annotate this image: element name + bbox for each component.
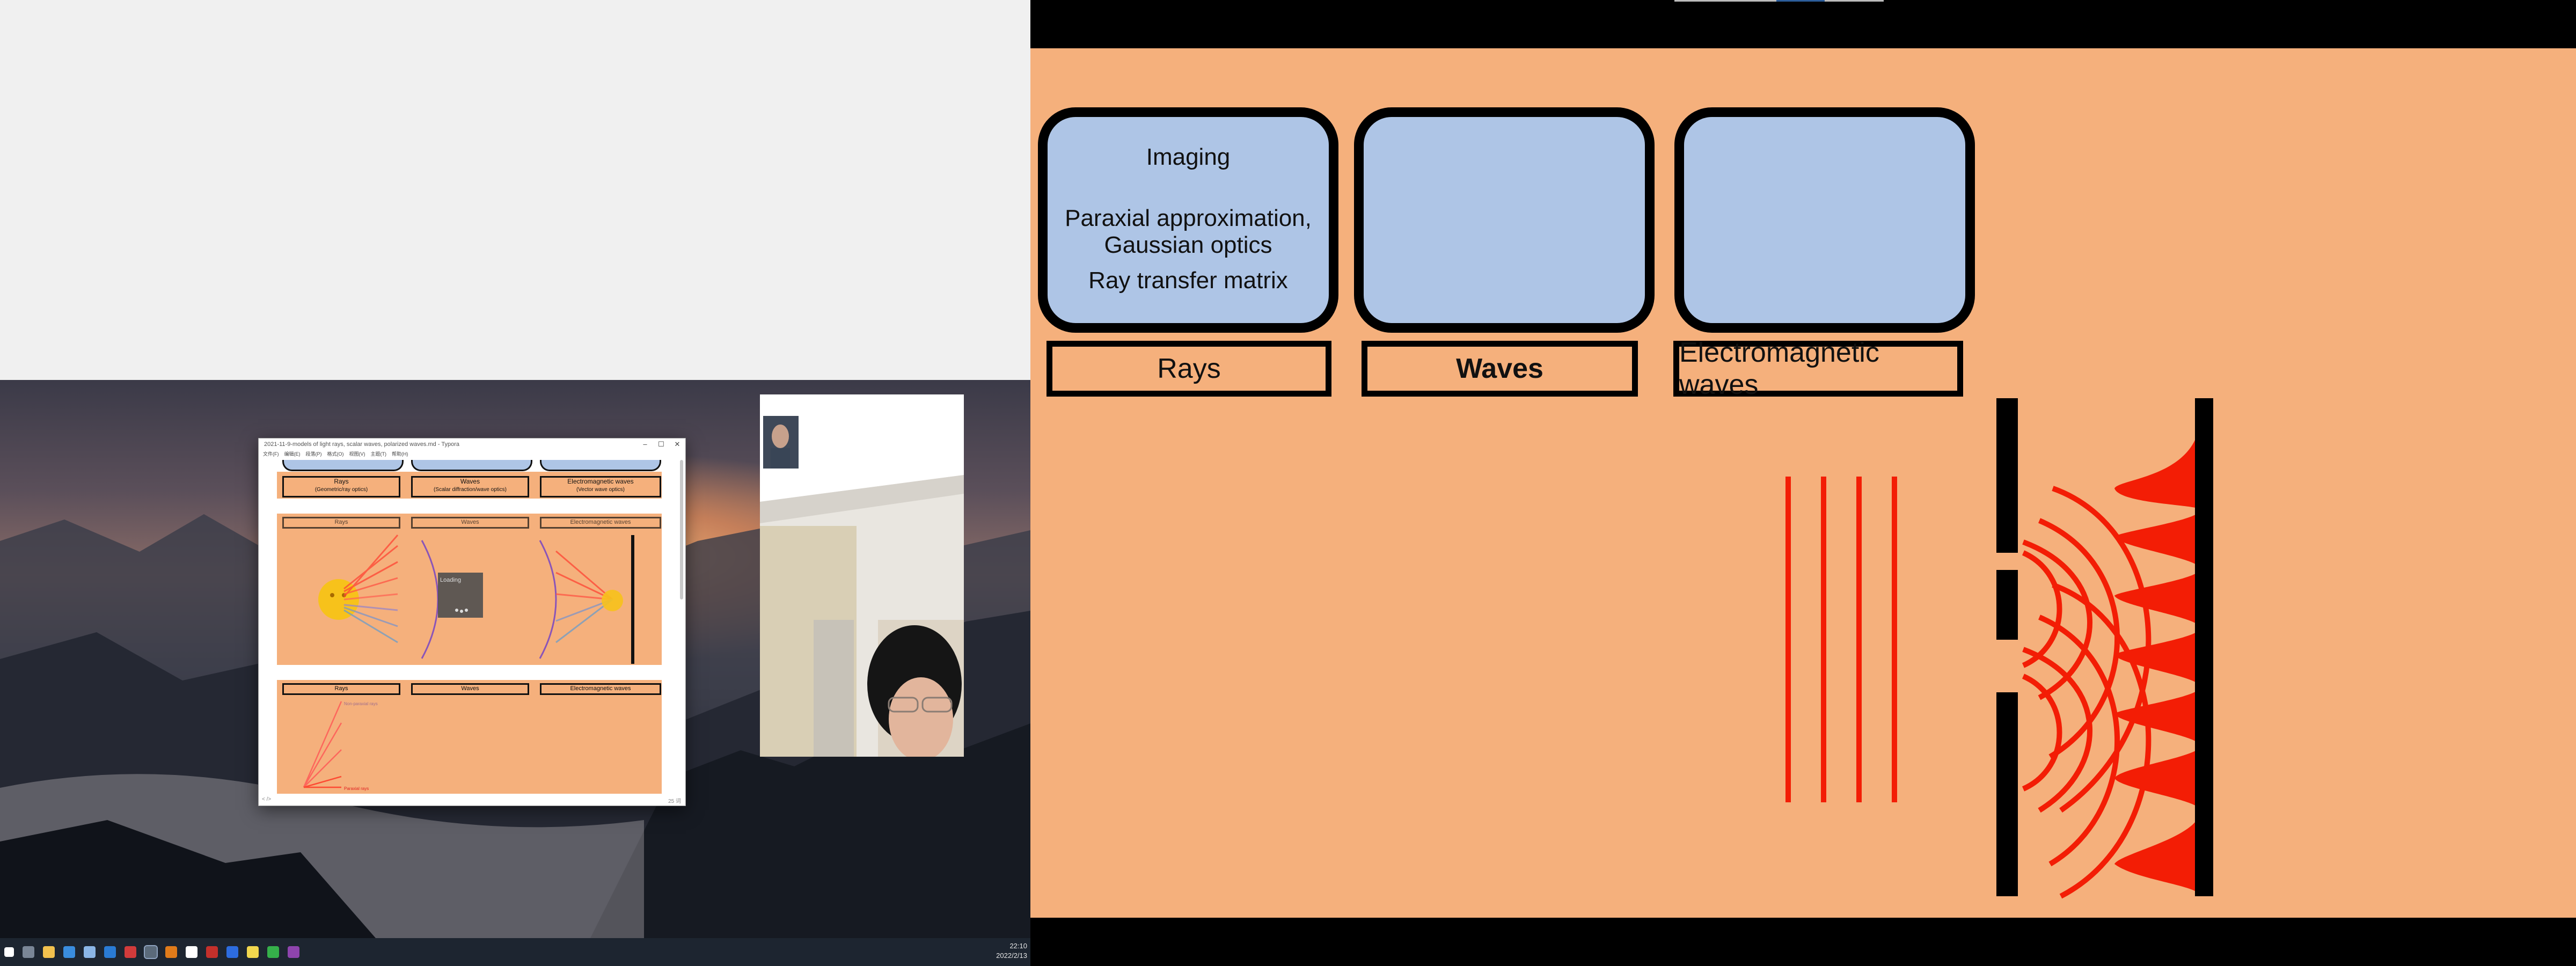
card-em-waves (1674, 107, 1975, 333)
clock-time: 22:10 (1009, 942, 1027, 950)
menu-bar: 文件(F) 编辑(E) 段落(P) 格式(O) 视图(V) 主题(T) 帮助(H… (259, 450, 685, 458)
row1-label-rays: Rays(Geometric/ray optics) (282, 476, 400, 497)
webcam-video (760, 394, 964, 757)
row1-label-waves: Waves(Scalar diffraction/wave optics) (411, 476, 529, 497)
mail-icon[interactable] (104, 946, 116, 958)
app-icon[interactable] (84, 946, 96, 958)
row3-label-rays: Rays (282, 683, 400, 695)
top-strip (1674, 0, 1776, 2)
annotation-nonparaxial: Non-paraxial rays (344, 701, 378, 706)
card-line-paraxial: Paraxial approximation, Gaussian optics (1065, 205, 1312, 258)
row3-panel (277, 680, 662, 794)
minimize-icon[interactable]: – (643, 440, 647, 448)
label-rays: Rays (1046, 341, 1331, 397)
smiley-face-icon (318, 579, 359, 620)
word-count: 25 词 (668, 799, 681, 804)
card-waves (1354, 107, 1655, 333)
app-purple-icon[interactable] (288, 946, 299, 958)
row2-label-rays: Rays (282, 517, 400, 529)
system-clock[interactable]: 22:10 2022/2/13 (996, 941, 1027, 961)
mini-card (282, 460, 404, 471)
row2-label-waves: Waves (411, 517, 529, 529)
window-title: 2021-11-9-models of light rays, scalar w… (264, 441, 459, 448)
wechat-icon[interactable] (267, 946, 279, 958)
blank-screen-area (0, 0, 1030, 380)
webcam-feed (760, 394, 964, 757)
double-slit-diagram (1785, 398, 2213, 899)
menu-edit[interactable]: 编辑(E) (284, 451, 301, 457)
close-icon[interactable]: ✕ (674, 440, 680, 448)
loading-text: Loading (440, 577, 462, 583)
top-strip (1776, 0, 1825, 2)
label-waves: Waves (1362, 341, 1638, 397)
row2-illustration (318, 535, 634, 664)
start-icon[interactable] (4, 947, 14, 957)
search-icon[interactable] (23, 946, 34, 958)
mini-card (411, 460, 532, 471)
typora-window[interactable]: 2021-11-9-models of light rays, scalar w… (258, 438, 686, 806)
sidebar-toggle-icon[interactable]: < /> (262, 796, 272, 802)
interference-intensity-profile (2114, 408, 2201, 896)
detection-screen (2195, 398, 2213, 896)
menu-file[interactable]: 文件(F) (263, 451, 279, 457)
plane-wavefronts (1785, 477, 1897, 802)
row2-label-em: Electromagnetic waves (540, 517, 661, 529)
label-em-waves: Electromagnetic waves (1673, 337, 1963, 400)
folder-icon[interactable] (43, 946, 55, 958)
edge-icon[interactable] (63, 946, 75, 958)
taskbar: 22:10 2022/2/13 (0, 938, 1030, 966)
typora-titlebar[interactable]: 2021-11-9-models of light rays, scalar w… (259, 438, 685, 450)
app-yellow-icon[interactable] (247, 946, 259, 958)
row1-label-em: Electromagnetic waves(Vector wave optics… (540, 476, 661, 497)
typora-icon[interactable] (144, 945, 158, 959)
app-blue-icon[interactable] (226, 946, 238, 958)
menu-paragraph[interactable]: 段落(P) (305, 451, 322, 457)
app-orange-icon[interactable] (165, 946, 177, 958)
diffracted-wavefronts (2022, 486, 2151, 899)
app-white-icon[interactable] (186, 946, 197, 958)
slit-barrier (1996, 398, 2018, 896)
menu-help[interactable]: 帮助(H) (392, 451, 408, 457)
menu-format[interactable]: 格式(O) (327, 451, 344, 457)
card-line-ray-transfer: Ray transfer matrix (1088, 267, 1288, 294)
annotation-paraxial: Paraxial rays (344, 786, 369, 791)
app-red-icon[interactable] (125, 946, 136, 958)
scrollbar[interactable] (680, 460, 683, 599)
menu-theme[interactable]: 主题(T) (370, 451, 387, 457)
status-bar: < /> 25 词 (259, 795, 685, 806)
maximize-icon[interactable]: ☐ (658, 440, 664, 448)
document-body[interactable]: Rays(Geometric/ray optics) Waves(Scalar … (277, 460, 662, 794)
pdf-icon[interactable] (206, 946, 218, 958)
mini-screen (631, 535, 634, 664)
mini-card (540, 460, 661, 471)
clock-date: 2022/2/13 (996, 952, 1027, 960)
menu-view[interactable]: 视图(V) (349, 451, 365, 457)
row3-label-waves: Waves (411, 683, 529, 695)
top-strip (1825, 0, 1884, 2)
card-line-imaging: Imaging (1146, 144, 1231, 170)
row3-illustration (303, 701, 342, 788)
presentation-view: Imaging Paraxial approximation, Gaussian… (1030, 0, 2576, 966)
row3-label-em: Electromagnetic waves (540, 683, 661, 695)
card-rays: Imaging Paraxial approximation, Gaussian… (1038, 107, 1338, 333)
slide-canvas: Imaging Paraxial approximation, Gaussian… (1030, 48, 2576, 918)
